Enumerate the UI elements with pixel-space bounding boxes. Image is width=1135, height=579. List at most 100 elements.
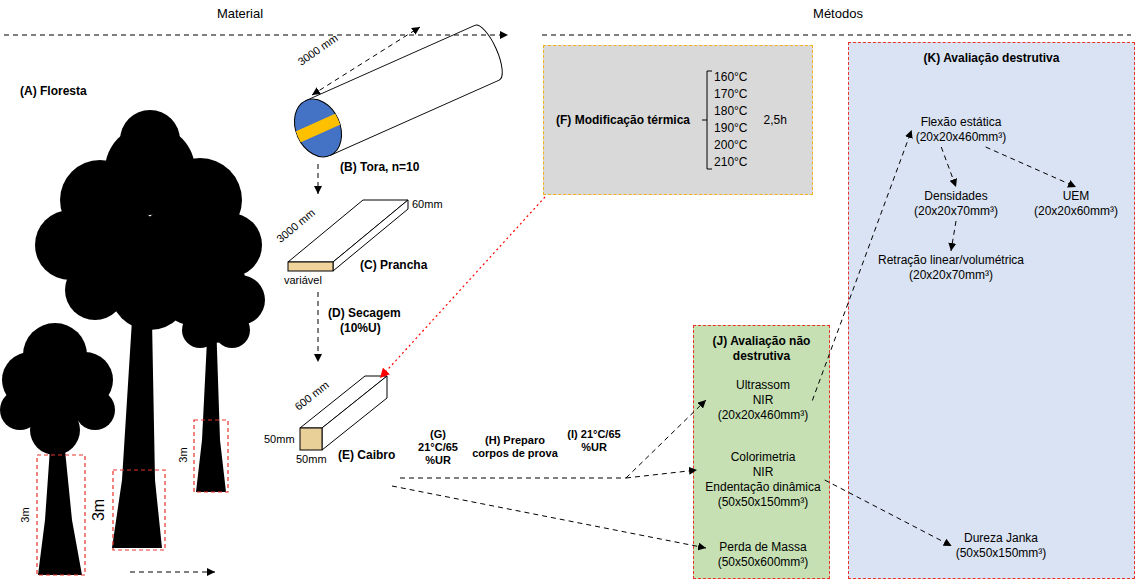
label-text: (I) 21°C/65 %UR (566, 428, 622, 454)
method-item: ColorimetriaNIREndentação dinâmica(50x50… (701, 448, 824, 512)
log (286, 92, 351, 165)
method-item: Densidades(20x20x70mm³) (910, 187, 1002, 221)
flow-arrow (318, 292, 319, 362)
edges (812, 130, 1076, 546)
label-text: 50mm (296, 453, 327, 466)
node-text: (20x20x60mm³) (1034, 204, 1118, 219)
label-box: (C) Prancha (360, 258, 427, 272)
tree (65, 260, 125, 320)
label-text: (E) Caibro (338, 448, 395, 462)
tree-sample-box (194, 420, 228, 492)
node-text: 170°C (714, 86, 748, 103)
label-text: (C) Prancha (360, 258, 427, 272)
node-text: 160°C (714, 69, 748, 86)
label-text: 600 mm (292, 379, 331, 414)
label-text: 3m (177, 447, 190, 462)
label-text: (10%U) (340, 321, 381, 335)
log (286, 21, 509, 164)
tree (165, 250, 265, 492)
bracket-line (707, 71, 712, 169)
flow-arrow (626, 400, 706, 478)
group-box: Flexão estática(20x20x460mm³) Densidades(… (848, 42, 1135, 579)
method-item: Flexão estática(20x20x460mm³) (912, 113, 1011, 147)
label-box: Métodos (813, 6, 863, 22)
dashed-arrow (825, 480, 952, 546)
label-box: (H) Preparo corpos de prova (470, 434, 560, 460)
node-text: Retração linear/volumétrica (878, 253, 1024, 268)
node-text: Perda de Massa (718, 540, 809, 555)
tree-sample-box (113, 470, 165, 550)
label-box: (I) 21°C/65 %UR (566, 428, 622, 454)
node-text: 2,5h (764, 113, 787, 128)
node-text: (50x50x600mm³) (718, 555, 809, 570)
label-text: 3000 mm (274, 206, 318, 246)
bracket (702, 71, 712, 169)
label-text: (G) 21°C/65 %UR (410, 428, 466, 468)
tree (196, 320, 226, 492)
rafter (322, 376, 387, 450)
label-box: (D) Secagem (328, 306, 401, 320)
group-title: (J) Avaliação não destrutiva (694, 326, 829, 364)
node-text: (20x20x70mm³) (878, 268, 1024, 283)
label-box: 600 mm (292, 379, 331, 414)
node-text: (20x20x70mm³) (914, 204, 998, 219)
header-arrow (4, 35, 508, 36)
tree (112, 320, 162, 548)
label-box: 60mm (412, 198, 443, 211)
label-text: 60mm (412, 198, 443, 211)
value-column: 160°C170°C180°C190°C200°C210°C (714, 69, 748, 171)
node-text: (50x50x150mm³) (705, 495, 820, 510)
label-box: (E) Caibro (338, 448, 395, 462)
label-text: (A) Floresta (20, 84, 87, 98)
tree (120, 110, 180, 170)
tree-sample-box (37, 455, 85, 575)
node-text: (50x50x150mm³) (956, 546, 1047, 561)
label-box: 3000 mm (295, 31, 340, 68)
label-text: (H) Preparo corpos de prova (470, 434, 560, 460)
tree (0, 323, 115, 575)
bracket-tick (702, 120, 707, 121)
flow-line (400, 478, 626, 479)
plank (288, 262, 333, 271)
header-line (542, 35, 1131, 36)
node-text: Colorimetria (705, 450, 820, 465)
label-box: 50mm (296, 453, 327, 466)
node-text: Endentação dinâmica (705, 480, 820, 495)
label-box: 3m (19, 507, 32, 522)
label-box: Material (217, 6, 263, 22)
node-text: (F) Modificação térmica (556, 113, 690, 128)
dashed-arrow (951, 221, 956, 251)
tree (38, 420, 82, 575)
tree (75, 390, 115, 430)
label-box: 50mm (264, 433, 295, 446)
node-text: Dureza Janka (956, 531, 1047, 546)
method-item: UEM(20x20x60mm³) (1030, 187, 1122, 221)
method-item: Retração linear/volumétrica(20x20x70mm³) (874, 251, 1028, 285)
label-text: variável (284, 274, 322, 287)
method-item: UltrassomNIR(20x20x460mm³) (714, 376, 813, 425)
node-text: NIR (705, 465, 820, 480)
label-box: (A) Floresta (20, 84, 87, 98)
tree-sample-box (37, 420, 228, 575)
label-box: 3m (89, 499, 108, 521)
node-text: 200°C (714, 137, 748, 154)
flow-arrow (318, 164, 319, 194)
node-text: 190°C (714, 120, 748, 137)
label-box: (G) 21°C/65 %UR (410, 428, 466, 468)
label-text: 50mm (264, 433, 295, 446)
node-text: (20x20x460mm³) (916, 130, 1007, 145)
node-text: (20x20x460mm³) (718, 408, 809, 423)
process-box: (F) Modificação térmica 160°C170°C180°C19… (543, 45, 813, 195)
flow-arrow (392, 486, 706, 548)
label-text: Material (217, 6, 263, 22)
node-text: NIR (718, 393, 809, 408)
node-text: 210°C (714, 154, 748, 171)
label-box: (B) Tora, n=10 (340, 160, 419, 174)
method-item: Dureza Janka(50x50x150mm³) (952, 529, 1051, 563)
dashed-arrow (986, 147, 1076, 187)
node-text: Ultrassom (718, 378, 809, 393)
group-box: UltrassomNIR(20x20x460mm³)ColorimetriaNI… (693, 325, 830, 579)
rafter (300, 428, 322, 450)
label-box: 3000 mm (274, 206, 318, 246)
